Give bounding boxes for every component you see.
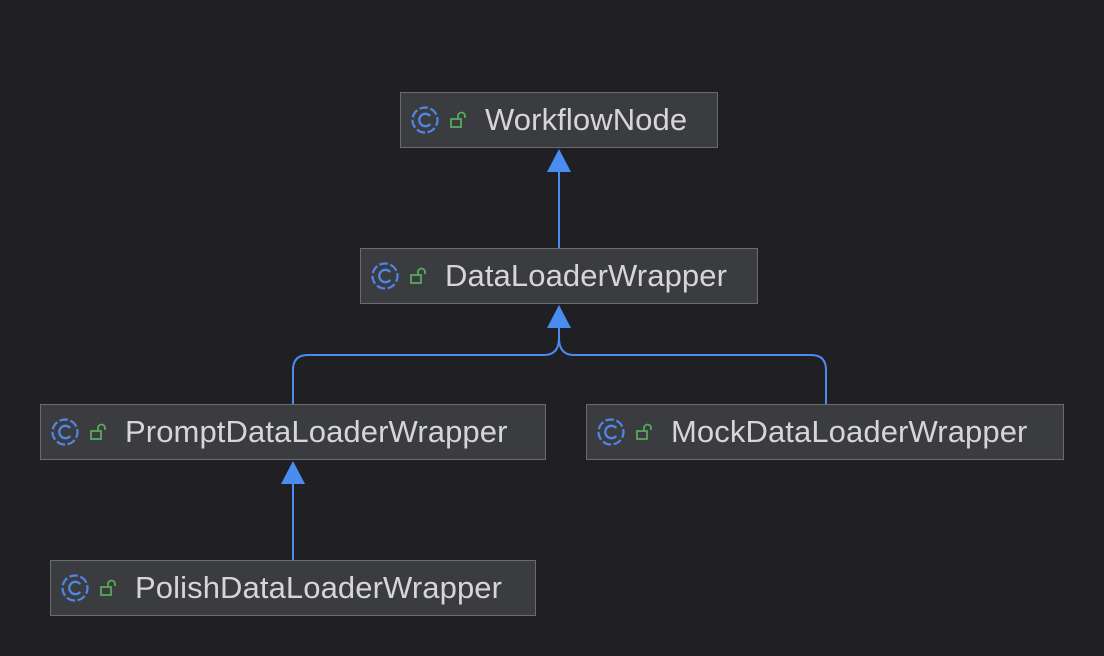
unlocked-padlock-icon — [450, 111, 466, 128]
class-name: DataLoaderWrapper — [445, 258, 728, 293]
unlocked-padlock-icon — [636, 423, 652, 440]
unlocked-padlock-icon — [90, 423, 106, 440]
edge-prompt-data-loader-wrapper-to-data-loader-wrapper — [292, 327, 560, 405]
class-name: MockDataLoaderWrapper — [671, 414, 1028, 449]
edge-mock-data-loader-wrapper-to-data-loader-wrapper — [558, 337, 827, 405]
unlocked-padlock-icon — [100, 579, 116, 596]
class-c-icon — [597, 418, 625, 446]
class-node-prompt-data-loader-wrapper[interactable]: PromptDataLoaderWrapper — [40, 404, 546, 460]
class-c-icon — [51, 418, 79, 446]
unlocked-padlock-icon — [410, 267, 426, 284]
class-node-data-loader-wrapper[interactable]: DataLoaderWrapper — [360, 248, 758, 304]
inheritance-arrowhead — [281, 461, 305, 484]
inheritance-arrowhead — [547, 149, 571, 172]
class-node-workflow-node[interactable]: WorkflowNode — [400, 92, 718, 148]
class-name: PolishDataLoaderWrapper — [135, 570, 503, 605]
class-c-icon — [411, 106, 439, 134]
class-node-mock-data-loader-wrapper[interactable]: MockDataLoaderWrapper — [586, 404, 1064, 460]
class-c-icon — [371, 262, 399, 290]
inheritance-arrowhead — [547, 305, 571, 328]
class-name: WorkflowNode — [485, 102, 688, 137]
class-node-polish-data-loader-wrapper[interactable]: PolishDataLoaderWrapper — [50, 560, 536, 616]
class-c-icon — [61, 574, 89, 602]
class-name: PromptDataLoaderWrapper — [125, 414, 508, 449]
